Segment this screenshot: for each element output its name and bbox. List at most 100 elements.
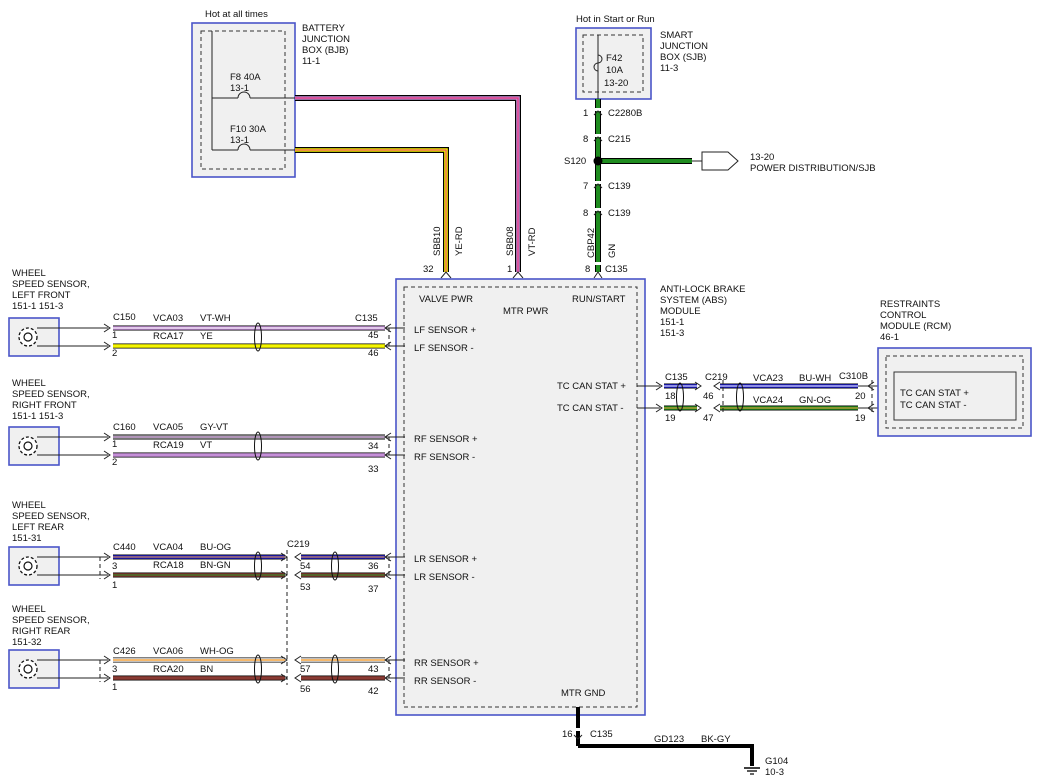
wire-sbb10-ye-rd [295, 147, 449, 272]
bjb-name-line-4: 11-1 [302, 56, 320, 67]
battery-junction-box [191, 22, 296, 178]
connector-arrow-icon [593, 271, 603, 279]
lf-abs-connector: C135 [355, 313, 378, 324]
gear-icon [18, 659, 38, 679]
lf-w2-circuit: RCA17 [153, 331, 184, 342]
lr-w1-color: BU-OG [200, 542, 231, 553]
fuse-f8-ref: 13-1 [230, 83, 249, 94]
lr-inline-pin-b: 53 [300, 582, 311, 593]
twisted-pair-icon [331, 551, 339, 581]
can-rcm-pin-a: 20 [855, 391, 866, 402]
connector-arrow-icon [593, 110, 603, 116]
sensor-rf: WHEEL SPEED SENSOR, RIGHT FRONT 151-1 15… [8, 378, 405, 475]
rr-w1-color: WH-OG [200, 646, 234, 657]
can-rcm-pin-b: 19 [855, 413, 866, 424]
connector-arrow-icon [713, 381, 721, 413]
abs-name-line-3: MODULE [660, 306, 701, 317]
connector-arrow-icon [694, 381, 702, 413]
rcm-name-line-1: RESTRAINTS [880, 299, 940, 310]
abs-lr-sensor-minus: LR SENSOR - [414, 572, 475, 583]
connector-gaps [594, 108, 602, 265]
abs-valve-pwr-label: VALVE PWR [419, 294, 473, 305]
abs-tc-can-stat-minus: TC CAN STAT - [557, 403, 624, 414]
off-page-arrow-icon [701, 151, 739, 171]
rf-w1-circuit: VCA05 [153, 422, 183, 433]
ground-pin: 16 [562, 729, 573, 740]
power-distribution-ref: 13-20 [750, 152, 774, 163]
sjb-name-line-3: BOX (SJB) [660, 52, 706, 63]
connector-arrow-icon [103, 323, 111, 351]
sensor-rr: WHEEL SPEED SENSOR, RIGHT REAR 151-32 C4… [8, 604, 405, 697]
wire-sbb08-circuit-label: SBB08 [505, 226, 516, 256]
abs-rf-sensor-minus: RF SENSOR - [414, 452, 475, 463]
c139a-pin: 7 [583, 181, 588, 192]
fuse-f10-ref: 13-1 [230, 135, 249, 146]
ground-ref: 10-3 [765, 767, 784, 778]
ground-connector: C135 [590, 729, 613, 740]
connector-arrow-icon [655, 381, 663, 413]
rr-sensor-name-4: 151-32 [12, 637, 42, 648]
can-rcm-connector: C310B [839, 371, 868, 382]
lr-abs-pin-b: 37 [368, 584, 379, 595]
rr-abs-pin-a: 43 [368, 664, 379, 675]
lr-inline-pin-a: 54 [300, 561, 311, 572]
can-inline-pin-b: 47 [703, 413, 714, 424]
lf-connector-label: C150 [113, 312, 136, 323]
c2280b-pin: 1 [583, 108, 588, 119]
lr-w1-circuit: VCA04 [153, 542, 183, 553]
lf-abs-pin-a: 45 [368, 330, 379, 341]
rr-abs-pin-b: 42 [368, 686, 379, 697]
lr-w2-circuit: RCA18 [153, 560, 184, 571]
bjb-name-line-2: JUNCTION [302, 34, 350, 45]
rr-inline-pin-a: 57 [300, 664, 311, 675]
wire-cbp42-gn [595, 99, 692, 272]
fuse-f42-icon [593, 54, 603, 72]
abs-mtr-gnd-label: MTR GND [561, 688, 605, 699]
c215-label: C215 [608, 134, 631, 145]
abs-lf-sensor-plus: LF SENSOR + [414, 325, 476, 336]
connector-arrow-icon [593, 183, 603, 189]
fuse-f8-icon [237, 91, 251, 99]
abs-rf-sensor-plus: RF SENSOR + [414, 434, 478, 445]
c2280b-label: C2280B [608, 108, 642, 119]
lf-sensor-name-4: 151-1 151-3 [12, 301, 63, 312]
sjb-name-line-4: 11-3 [660, 63, 678, 74]
abs-name-line-2: SYSTEM (ABS) [660, 295, 727, 306]
fuse-f10-label: F10 30A [230, 124, 267, 135]
gear-icon [18, 327, 38, 347]
sjb-name-line-2: JUNCTION [660, 41, 708, 52]
rr-sensor-name-3: RIGHT REAR [12, 626, 71, 637]
rr-sensor-name-1: WHEEL [12, 604, 46, 615]
rr-connector-label: C426 [113, 646, 136, 657]
can-w2-color: GN-OG [799, 395, 831, 406]
c139b-label: C139 [608, 208, 631, 219]
abs-lf-sensor-minus: LF SENSOR - [414, 343, 474, 354]
gear-icon [18, 556, 38, 576]
wire-sbb08-vt-rd [295, 95, 521, 272]
lr-connector-label: C440 [113, 542, 136, 553]
wire-cbp42-circuit-label: CBP42 [586, 228, 597, 258]
bjb-name-line-1: BATTERY [302, 23, 346, 34]
lr-w2-color: BN-GN [200, 560, 231, 571]
rf-sensor-name-3: RIGHT FRONT [12, 400, 77, 411]
lf-sensor-name-2: SPEED SENSOR, [12, 279, 90, 290]
splice-s120-label: S120 [564, 156, 586, 167]
ground-path: 16 C135 GD123 BK-GY G104 10-3 [562, 707, 788, 778]
wire-sbb10-circuit-label: SBB10 [432, 226, 443, 256]
rf-sensor-name-1: WHEEL [12, 378, 46, 389]
rf-w1-color: GY-VT [200, 422, 228, 433]
mtr-pwr-pin: 1 [507, 264, 512, 275]
rcm-name-line-2: CONTROL [880, 310, 926, 321]
rf-connector-label: C160 [113, 422, 136, 433]
connector-arrow-icon [440, 271, 452, 279]
abs-mtr-pwr-label: MTR PWR [503, 306, 549, 317]
can-w1-circuit: VCA23 [753, 373, 783, 384]
rf-pin-a: 1 [112, 439, 117, 450]
ground-wire-color: BK-GY [701, 734, 731, 745]
can-abs-pin-a: 18 [665, 391, 676, 402]
abs-name-line-4: 151-1 [660, 317, 684, 328]
rcm-name-line-4: 46-1 [880, 332, 899, 343]
twisted-pair-icon [254, 431, 262, 461]
rr-w2-circuit: RCA20 [153, 664, 184, 675]
